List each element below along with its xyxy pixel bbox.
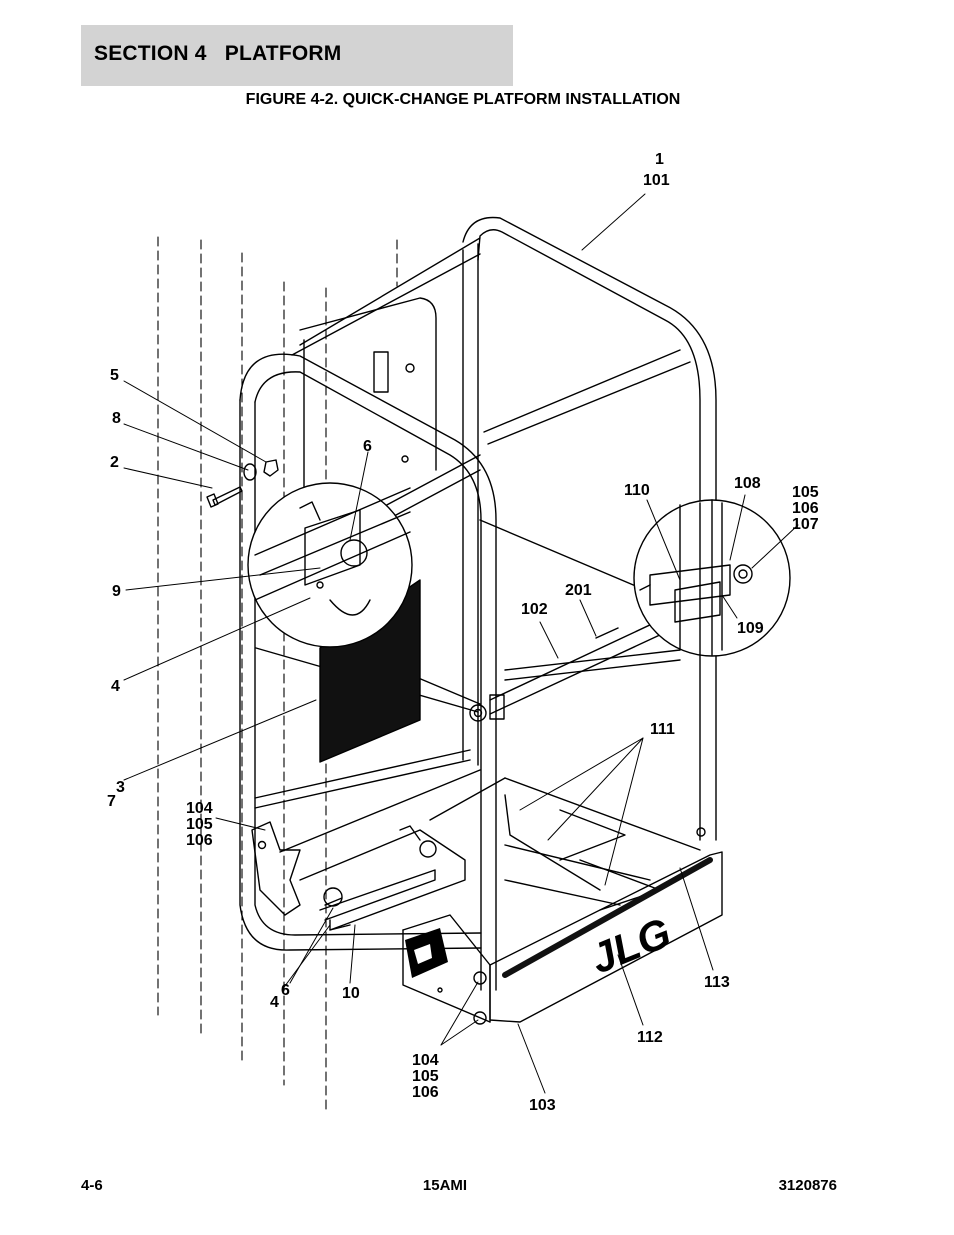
callout-104-left: 104 xyxy=(186,800,213,817)
figure-title: FIGURE 4-2. QUICK-CHANGE PLATFORM INSTAL… xyxy=(245,91,681,108)
callout-5: 5 xyxy=(110,367,119,384)
callout-labels: 1 101 5 8 2 6 9 4 3 7 110 108 105 106 10… xyxy=(107,151,819,1114)
callout-105-right: 105 xyxy=(792,484,819,501)
callout-7: 7 xyxy=(107,793,116,810)
callout-107: 107 xyxy=(792,516,819,533)
front-rail xyxy=(239,353,717,991)
callout-1: 1 xyxy=(655,151,664,168)
callout-101: 101 xyxy=(643,172,670,189)
callout-106-right: 106 xyxy=(792,500,819,517)
rear-rail xyxy=(291,216,717,841)
callout-112: 112 xyxy=(637,1029,663,1046)
footer-doc-number: 3120876 xyxy=(778,1177,837,1194)
section-header-box xyxy=(81,25,513,86)
callout-111: 111 xyxy=(650,721,675,738)
callout-106-left: 106 xyxy=(186,832,213,849)
callout-4-left: 4 xyxy=(111,678,120,695)
leader-lines xyxy=(123,193,799,1094)
callout-3: 3 xyxy=(116,779,125,796)
callout-104-bottom: 104 xyxy=(412,1052,439,1069)
callout-6-top: 6 xyxy=(363,438,372,455)
callout-113: 113 xyxy=(704,974,730,991)
lower-bracket xyxy=(251,821,466,931)
callout-201: 201 xyxy=(565,582,592,599)
detail-circle-left xyxy=(247,482,413,648)
base-toeboard xyxy=(402,827,723,1025)
footer-model: 15AMI xyxy=(422,1177,468,1194)
section-title: SECTION 4 PLATFORM xyxy=(94,42,342,65)
callout-8: 8 xyxy=(112,410,121,427)
callout-103: 103 xyxy=(529,1097,556,1114)
callout-10: 10 xyxy=(342,985,360,1002)
callout-4-bottom: 4 xyxy=(270,994,279,1011)
detail-circle-right xyxy=(633,499,791,657)
bolt-washer-nut xyxy=(206,459,279,508)
callout-2: 2 xyxy=(110,454,119,471)
callout-9: 9 xyxy=(112,583,121,600)
lower-braces xyxy=(254,749,481,853)
callout-6-bottom: 6 xyxy=(281,982,290,999)
callout-110: 110 xyxy=(624,482,650,499)
callout-105-left: 105 xyxy=(186,816,213,833)
footer-page-number: 4-6 xyxy=(81,1177,103,1194)
callout-109: 109 xyxy=(737,620,764,637)
callout-106-bottom: 106 xyxy=(412,1084,439,1101)
callout-105-bottom: 105 xyxy=(412,1068,439,1085)
callout-108: 108 xyxy=(734,475,761,492)
callout-102: 102 xyxy=(521,601,548,618)
